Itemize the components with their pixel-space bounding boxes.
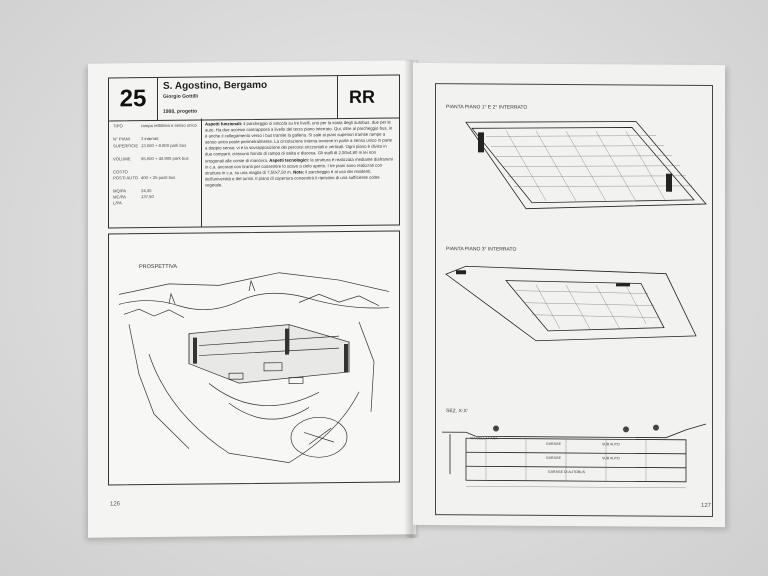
perspective-drawing: PROSPETTIVA [108, 230, 400, 486]
desc-heading: Aspetti tecnologici: [269, 156, 310, 163]
section-garage-1: GARAGE [546, 441, 561, 446]
section-bus-label: GARAGE DI AUTOBUS [548, 469, 586, 475]
section-garage-2: GARAGE [546, 455, 561, 460]
page-number-right: 127 [700, 502, 711, 509]
plan-drawing-upper [465, 121, 707, 210]
section-auto-2: SUB AUTO [602, 456, 620, 461]
plan-label-upper: PIANTA PIANO 1° E 2° INTERRATO [446, 104, 528, 111]
left-page: 25 S. Agostino, Bergamo Giorgio Gottilli… [88, 60, 416, 538]
page-number-left: 126 [110, 501, 121, 508]
stat-row: COSTO [113, 169, 128, 175]
entry-title: S. Agostino, Bergamo [163, 79, 268, 92]
entry-number: 25 [109, 77, 158, 121]
plan-drawing-lower [445, 265, 697, 342]
entry-author: Giorgio Gottilli [163, 93, 198, 100]
stat-row: L/PA [113, 200, 122, 206]
plan-label-lower: PIANTA PIANO 3° INTERRATO [446, 246, 517, 253]
plans-frame: PIANTA PIANO 1° E 2° INTERRATO PIANTA PI… [435, 83, 713, 518]
category-code: RR [349, 86, 375, 107]
desc-heading: Aspetti funzionali: [205, 121, 243, 127]
perspective-sketch [118, 272, 390, 463]
section-auto-1: SUB AUTO [602, 442, 620, 447]
section-road-label: VIA DELLA FARA [470, 436, 498, 441]
section-drawing [442, 423, 707, 488]
entry-title-cell: S. Agostino, Bergamo Giorgio Gottilli 19… [157, 76, 338, 120]
right-page: PIANTA PIANO 1° E 2° INTERRATO PIANTA PI… [413, 62, 725, 528]
description: Aspetti funzionali: il parcheggio si art… [205, 120, 393, 189]
entry-header: 25 S. Agostino, Bergamo Giorgio Gottilli… [108, 74, 400, 122]
desc-heading: Note: [293, 169, 305, 175]
entry-year: 1988, progetto [163, 108, 198, 115]
